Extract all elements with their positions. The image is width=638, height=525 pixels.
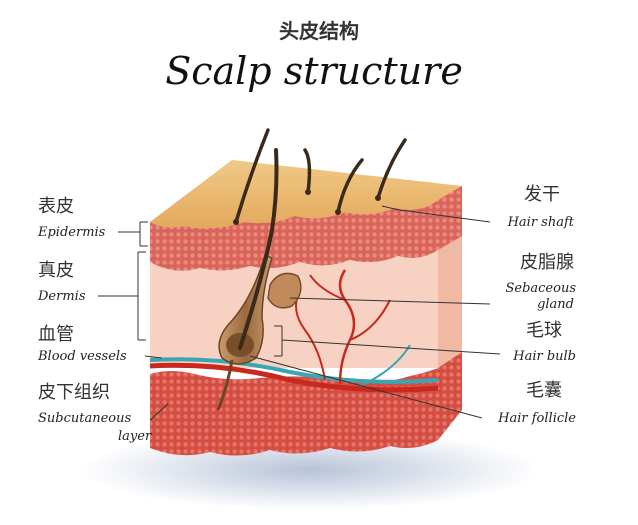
block-side-face [438, 186, 462, 440]
title-cn: 头皮结构 [279, 19, 359, 43]
label-dermis: 真皮 Dermis [37, 260, 86, 304]
label-blood-vessels-cn: 血管 [38, 324, 74, 345]
label-epidermis-en: Epidermis [37, 225, 106, 240]
label-subcutaneous: 皮下组织 Subcutaneous layer [38, 382, 152, 444]
label-sebaceous-en-line2: gland [537, 297, 574, 312]
label-hair-follicle: 毛囊 Hair follicle [497, 380, 576, 426]
label-hair-follicle-en: Hair follicle [497, 411, 576, 426]
title-en: Scalp structure [165, 49, 463, 93]
label-sebaceous: 皮脂腺 Sebaceous gland [505, 252, 576, 312]
hair-strands [233, 128, 407, 350]
label-hair-shaft-cn: 发干 [524, 184, 560, 205]
label-hair-shaft: 发干 Hair shaft [507, 184, 575, 230]
label-epidermis-cn: 表皮 [38, 196, 74, 217]
label-dermis-en: Dermis [37, 289, 86, 304]
leader-lines-left [98, 221, 169, 421]
label-blood-vessels-en: Blood vessels [37, 349, 127, 364]
label-sebaceous-cn: 皮脂腺 [520, 252, 574, 273]
label-blood-vessels: 血管 Blood vessels [37, 324, 127, 364]
label-hair-follicle-cn: 毛囊 [526, 380, 562, 401]
label-dermis-cn: 真皮 [38, 260, 74, 281]
sebaceous-gland [267, 272, 302, 309]
label-subcutaneous-cn: 皮下组织 [38, 382, 110, 403]
label-hair-bulb: 毛球 Hair bulb [512, 320, 576, 364]
label-subcutaneous-en-line2: layer [118, 429, 152, 444]
label-subcutaneous-en-line1: Subcutaneous [38, 411, 131, 426]
label-sebaceous-en-line1: Sebaceous [505, 281, 576, 296]
leader-lines-right [249, 205, 501, 419]
label-hair-bulb-en: Hair bulb [512, 349, 576, 364]
label-epidermis: 表皮 Epidermis [37, 196, 106, 240]
label-hair-shaft-en: Hair shaft [507, 215, 575, 230]
epidermis-layer [150, 200, 438, 271]
label-hair-bulb-cn: 毛球 [526, 320, 562, 341]
